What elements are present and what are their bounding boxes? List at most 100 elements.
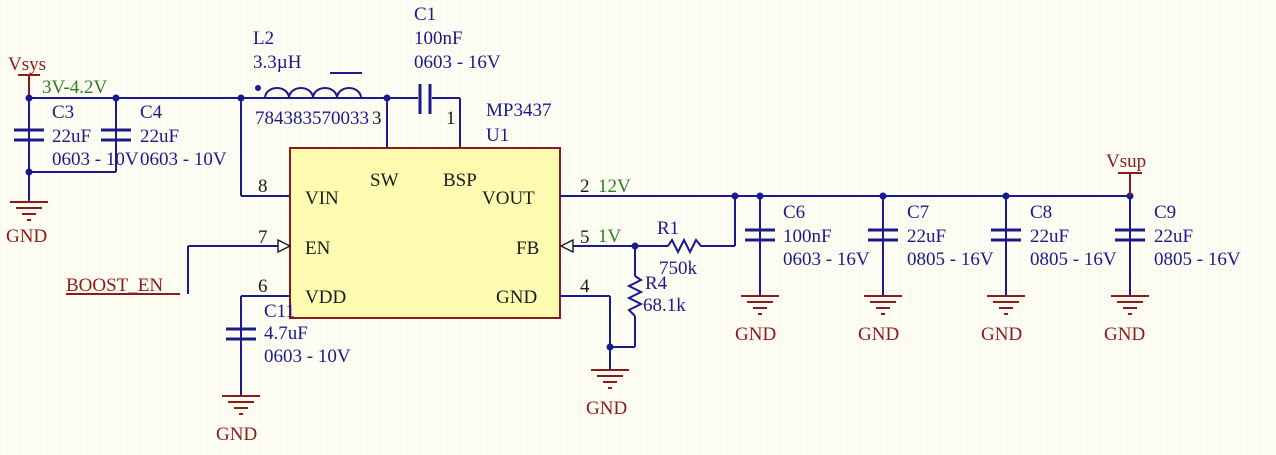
gnd-label: GND [216,424,257,445]
c9-value: 22uF [1154,226,1193,247]
gnd-symbol-c9: GND [1104,295,1149,345]
pin-name-en: EN [305,238,331,259]
fb-net-label: 1V [598,226,622,247]
junction-dot [25,168,33,176]
pin-name-vout: VOUT [482,188,535,209]
gnd-symbol-c8: GND [981,295,1025,345]
vsup-power-port[interactable]: Vsup [1106,151,1146,196]
pin-num-1: 1 [446,108,456,129]
vout-net-label: 12V [598,176,631,197]
junction-dot [756,192,764,200]
r4-ref: R4 [645,273,668,294]
u1-ref-label: U1 [486,125,509,146]
c3-ref: C3 [52,102,74,123]
c11-ref: C11 [264,301,295,322]
pin-num-7: 7 [258,227,268,248]
gnd-symbol-c3: GND [6,200,48,247]
c9-ref: C9 [1154,202,1176,223]
gnd-label: GND [6,226,47,247]
vsys-net-wires [28,97,385,200]
ic-u1-mp3437[interactable]: MP3437 U1 VIN EN VDD SW BSP VOUT FB GND … [258,100,590,319]
gnd-symbol-c11: GND [216,395,260,445]
c3-value: 22uF [52,126,91,147]
c4-ref: C4 [140,102,163,123]
vsys-power-port[interactable]: Vsys [8,54,46,98]
pin-name-vin: VIN [305,188,339,209]
junction-dot [879,192,887,200]
c3-package: 0603 - 10V [52,149,139,170]
c6-package: 0603 - 16V [783,249,870,270]
inductor-l2[interactable]: L2 3.3µH 784383570033 [253,28,369,129]
vdd-net-wires [240,295,290,396]
vout-net-wires [560,195,1131,296]
c6-value: 100nF [783,226,832,247]
c1-ref: C1 [414,4,436,25]
junction-dot [25,94,33,102]
pin-num-3: 3 [372,108,382,129]
pin-name-vdd: VDD [305,287,346,308]
c7-package: 0805 - 16V [907,249,994,270]
boost-en-label: BOOST_EN [66,275,163,296]
vsys-label: Vsys [8,54,46,75]
junction-dot [1002,192,1010,200]
junction-dot [606,343,614,351]
c7-value: 22uF [907,226,946,247]
pin-num-4: 4 [580,276,590,297]
vsup-label: Vsup [1106,151,1146,172]
pin-name-fb: FB [516,238,539,259]
fb-input-arrow-icon [559,238,574,254]
c11-package: 0603 - 10V [264,346,351,367]
pin-name-gnd: GND [496,287,537,308]
pin-num-8: 8 [258,176,268,197]
pin-name-sw: SW [370,170,399,191]
junction-dot [383,94,391,102]
vsys-range-label: 3V-4.2V [42,77,108,98]
c1-package: 0603 - 16V [414,52,501,73]
resistor-r4[interactable]: R4 68.1k [626,273,686,317]
capacitor-c9[interactable]: C9 22uF 0805 - 16V [1115,202,1241,270]
gnd-symbol-u1: GND [586,369,629,419]
resistor-r1[interactable]: R1 750k [657,218,703,279]
en-input-arrow-icon [277,238,292,254]
c8-package: 0805 - 16V [1030,249,1117,270]
capacitor-c11[interactable]: C11 4.7uF 0603 - 10V [226,301,351,367]
c8-ref: C8 [1030,202,1052,223]
junction-dot [631,242,639,250]
capacitor-c6[interactable]: C6 100nF 0603 - 16V [745,202,870,270]
junction-dot [112,94,120,102]
c11-value: 4.7uF [264,323,308,344]
capacitor-c8[interactable]: C8 22uF 0805 - 16V [991,202,1117,270]
fb-net-wires [560,245,735,370]
gnd-symbol-c7: GND [858,295,902,345]
gnd-label: GND [858,324,899,345]
gnd-symbol-c6: GND [735,295,779,345]
r1-value: 750k [659,258,698,279]
c8-value: 22uF [1030,226,1069,247]
capacitor-c3[interactable]: C3 22uF 0603 - 10V [14,102,139,170]
junction-dot [731,192,739,200]
u1-part-label: MP3437 [486,100,551,121]
r4-value: 68.1k [643,295,686,316]
junction-dot [237,94,245,102]
boost-en-net[interactable]: BOOST_EN [66,238,292,296]
r1-ref: R1 [657,218,679,239]
capacitor-c4[interactable]: C4 22uF 0603 - 10V [101,102,227,170]
l2-part-number: 784383570033 [255,108,369,129]
capacitor-c1[interactable]: C1 100nF 0603 - 16V [414,4,501,114]
c6-ref: C6 [783,202,805,223]
l2-polarity-dot [255,85,261,91]
c4-package: 0603 - 10V [140,149,227,170]
gnd-label: GND [586,398,627,419]
pin-num-5: 5 [580,227,590,248]
c4-value: 22uF [140,126,179,147]
c9-package: 0805 - 16V [1154,249,1241,270]
gnd-label: GND [1104,324,1145,345]
capacitor-c7[interactable]: C7 22uF 0805 - 16V [868,202,994,270]
gnd-label: GND [735,324,776,345]
l2-ref: L2 [253,28,274,49]
pin-name-bsp: BSP [443,170,477,191]
gnd-label: GND [981,324,1022,345]
c7-ref: C7 [907,202,929,223]
